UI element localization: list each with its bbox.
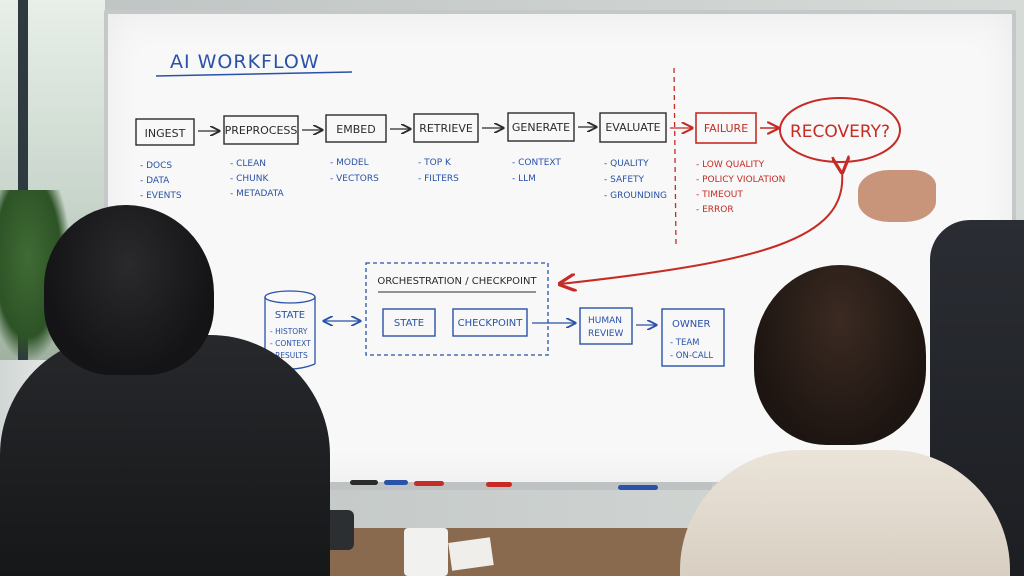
- step-note: - SAFETY: [604, 175, 645, 185]
- step-label: GENERATE: [512, 121, 570, 134]
- step-label: EMBED: [336, 123, 375, 136]
- step-note: - EVENTS: [140, 191, 182, 201]
- pipeline-step-generate: GENERATE - CONTEXT - LLM: [507, 112, 575, 184]
- human-review-box: HUMAN REVIEW: [579, 307, 633, 345]
- step-note: - TOP K: [418, 158, 452, 168]
- pipeline-step-preprocess: PREPROCESS - CLEAN - CHUNK - METADATA: [223, 115, 299, 199]
- pipeline-step-retrieve: RETRIEVE - TOP K - FILTERS: [413, 113, 479, 184]
- title-underline: [155, 71, 353, 77]
- failure-label: FAILURE: [704, 122, 748, 135]
- board-title: AI WORKFLOW: [170, 51, 320, 73]
- state-box-label: STATE: [394, 318, 424, 329]
- person-left-body: [0, 335, 330, 576]
- step-note: - CONTEXT: [512, 158, 561, 168]
- recovery-loop-arrow: [560, 172, 842, 284]
- step-label: RETRIEVE: [419, 122, 473, 135]
- pointing-hand: [858, 170, 936, 222]
- pipeline-step-ingest: INGEST - DOCS - DATA - EVENTS: [135, 118, 195, 201]
- step-note: - MODEL: [330, 158, 369, 168]
- state-store-item: - CONTEXT: [270, 339, 311, 348]
- step-note: - DATA: [140, 176, 170, 186]
- recovery-bubble: RECOVERY?: [779, 97, 901, 163]
- step-note: - QUALITY: [604, 159, 649, 169]
- marker: [350, 480, 378, 485]
- person-right: [680, 265, 1010, 576]
- pipeline-step-embed: EMBED - MODEL - VECTORS: [325, 114, 387, 184]
- step-note: - DOCS: [140, 161, 172, 171]
- owner-label: OWNER: [672, 319, 711, 330]
- step-note: - CLEAN: [230, 159, 266, 169]
- step-note: - METADATA: [230, 189, 285, 199]
- recovery-label: RECOVERY?: [790, 122, 890, 142]
- pen-cup: [404, 528, 448, 576]
- failure-note: - LOW QUALITY: [696, 160, 765, 170]
- step-note: - LLM: [512, 174, 536, 184]
- step-note: - CHUNK: [230, 174, 269, 184]
- failure-divider: [673, 67, 677, 247]
- owner-box: OWNER - TEAM - ON-CALL: [661, 308, 725, 367]
- marker: [486, 482, 512, 487]
- marker: [384, 480, 408, 485]
- notepad: [448, 537, 494, 571]
- human-review-line: REVIEW: [588, 329, 623, 339]
- step-note: - GROUNDING: [604, 191, 667, 201]
- person-right-head: [754, 265, 926, 445]
- owner-item: - TEAM: [670, 338, 699, 348]
- state-store-item: - RESULTS: [270, 351, 308, 360]
- state-store-item: - HISTORY: [270, 327, 308, 336]
- step-label: PREPROCESS: [225, 124, 298, 137]
- person-left-head: [44, 205, 214, 375]
- step-label: EVALUATE: [605, 121, 660, 134]
- human-review-line: HUMAN: [588, 316, 622, 326]
- step-note: - FILTERS: [418, 174, 459, 184]
- step-note: - VECTORS: [330, 174, 379, 184]
- orchestration-title: ORCHESTRATION / CHECKPOINT: [377, 276, 537, 287]
- marker: [618, 485, 658, 490]
- failure-note: - ERROR: [696, 205, 734, 215]
- owner-item: - ON-CALL: [670, 351, 713, 361]
- step-label: INGEST: [145, 127, 186, 140]
- failure-note: - TIMEOUT: [696, 190, 743, 200]
- window-frame: [18, 0, 28, 360]
- state-store-label: STATE: [275, 310, 305, 321]
- failure-note: - POLICY VIOLATION: [696, 175, 785, 185]
- checkpoint-box-label: CHECKPOINT: [458, 318, 524, 329]
- person-left: [0, 205, 330, 576]
- desk: [300, 528, 730, 576]
- marker: [414, 481, 444, 486]
- orchestration-group: ORCHESTRATION / CHECKPOINT STATE CHECKPO…: [365, 262, 549, 356]
- person-right-body: [680, 450, 1010, 576]
- pipeline-step-evaluate: EVALUATE - QUALITY - SAFETY - GROUNDING: [599, 112, 667, 201]
